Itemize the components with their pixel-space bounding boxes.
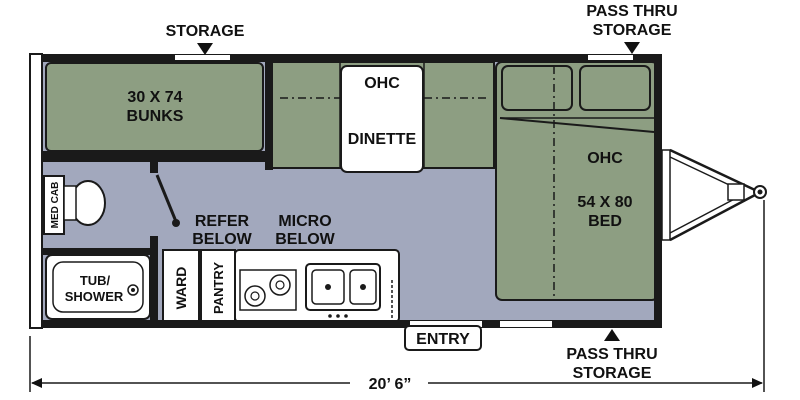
pantry-label: PANTRY xyxy=(211,262,226,314)
bed-size-label: 54 X 80 xyxy=(577,194,632,211)
ward-label: WARD xyxy=(173,267,189,310)
ohc-dinette-label: OHC xyxy=(364,75,400,92)
bunks-label: BUNKS xyxy=(127,108,184,125)
ohc-bed-label: OHC xyxy=(587,150,623,167)
med-cab-label: MED CAB xyxy=(50,182,61,229)
bed-sheet-edge xyxy=(499,117,655,133)
bunks-size-label: 30 X 74 xyxy=(127,89,182,106)
ward xyxy=(162,249,200,323)
tub-drain-icon xyxy=(131,288,135,292)
tongue-frame xyxy=(661,149,671,241)
refer-below-label: BELOW xyxy=(192,231,252,248)
hitch-coupler-icon xyxy=(757,189,763,195)
dinette-label: DINETTE xyxy=(348,131,417,148)
storage-top-label: STORAGE xyxy=(166,23,245,40)
pass-thru-top-label: STORAGE xyxy=(593,22,672,39)
knob-icon xyxy=(328,314,332,318)
door-handle-icon xyxy=(172,219,180,227)
drain-icon xyxy=(325,284,331,290)
pass-thru-door-top xyxy=(588,55,633,60)
pass-thru-bottom-label: PASS THRU xyxy=(566,346,657,363)
entry-door xyxy=(410,321,482,327)
arrow-up-icon xyxy=(604,329,620,341)
tub-inner xyxy=(52,261,144,313)
drain-icon xyxy=(360,284,366,290)
arrow-down-icon xyxy=(197,43,213,55)
burner-icon xyxy=(250,291,260,301)
micro-below-label: BELOW xyxy=(275,231,335,248)
dinette-table xyxy=(340,65,424,173)
toilet-tank xyxy=(63,185,77,221)
bath-door xyxy=(155,174,179,225)
dinette-wall xyxy=(265,60,273,170)
hitch-jack xyxy=(727,183,745,201)
bed-pillow xyxy=(501,65,573,111)
outer-wall-top xyxy=(30,54,662,62)
arrow-down-icon xyxy=(624,42,640,54)
pantry xyxy=(200,249,236,323)
bed-pillow xyxy=(579,65,651,111)
tongue-rail xyxy=(669,193,756,242)
micro-label: MICRO xyxy=(278,213,331,230)
bath-wall xyxy=(150,151,158,173)
burner-icon xyxy=(275,280,285,290)
knob-icon xyxy=(344,314,348,318)
bath-wall xyxy=(40,248,155,255)
shower-label: SHOWER xyxy=(65,289,124,304)
entry-label: ENTRY xyxy=(416,331,470,348)
bed-label: BED xyxy=(588,213,622,230)
tub-label: TUB/ xyxy=(80,273,111,288)
outer-wall-bottom xyxy=(30,320,662,328)
bunks xyxy=(45,62,264,152)
pass-thru-top-label: PASS THRU xyxy=(586,3,677,20)
knob-icon xyxy=(336,314,340,318)
entry-step xyxy=(404,325,482,351)
refer-label: REFER xyxy=(195,213,250,230)
storage-door-top xyxy=(175,55,230,60)
outer-wall-front xyxy=(654,54,662,328)
tongue-rail xyxy=(669,194,743,234)
arrow-left-icon xyxy=(31,378,42,388)
pass-thru-door-bottom xyxy=(500,321,552,327)
arrow-right-icon xyxy=(752,378,763,388)
bath-wall xyxy=(150,236,158,326)
rear-bumper xyxy=(29,53,43,329)
overall-length-label: 20’ 6” xyxy=(369,376,412,393)
pass-thru-bottom-label: STORAGE xyxy=(573,365,652,382)
